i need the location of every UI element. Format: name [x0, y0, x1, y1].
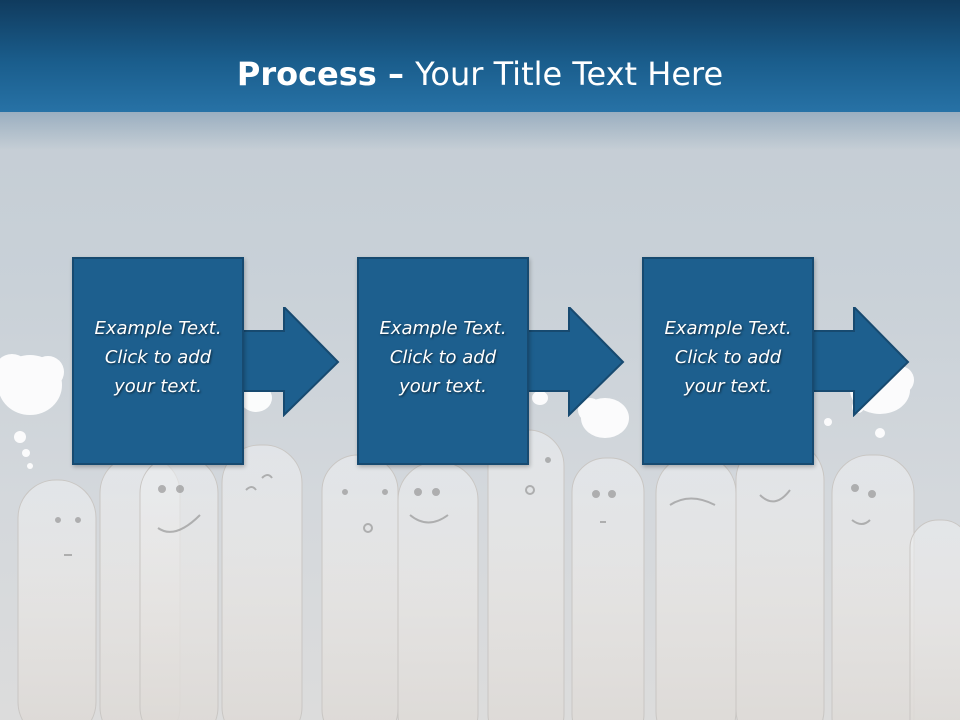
- step-box[interactable]: Example Text. Click to add your text.: [72, 257, 244, 465]
- step-text[interactable]: Example Text. Click to add your text.: [94, 318, 222, 397]
- step-text[interactable]: Example Text. Click to add your text.: [664, 318, 792, 397]
- title-bold: Process: [236, 55, 377, 93]
- step-box[interactable]: Example Text. Click to add your text.: [642, 257, 814, 465]
- step-text[interactable]: Example Text. Click to add your text.: [379, 318, 507, 397]
- slide-title[interactable]: Process – Your Title Text Here: [0, 52, 960, 96]
- title-rest: Your Title Text Here: [415, 55, 724, 93]
- title-bar-shadow: [0, 112, 960, 150]
- right-arrow-icon: [812, 307, 910, 417]
- title-dash: –: [376, 55, 416, 93]
- title-bar: [0, 0, 960, 112]
- step-box[interactable]: Example Text. Click to add your text.: [357, 257, 529, 465]
- right-arrow-icon: [242, 307, 340, 417]
- right-arrow-icon: [527, 307, 625, 417]
